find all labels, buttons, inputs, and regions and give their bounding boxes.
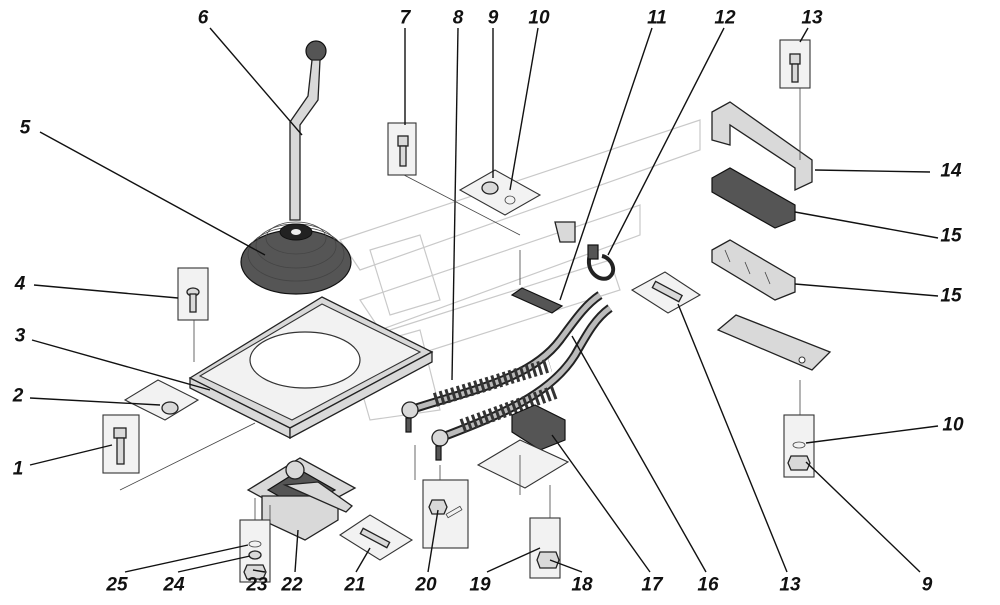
leader-lines bbox=[29, 27, 939, 573]
pad-15-lower bbox=[711, 239, 796, 301]
callout-1: 1 bbox=[12, 458, 24, 480]
callout-21: 21 bbox=[344, 574, 366, 596]
callout-18: 18 bbox=[571, 574, 593, 596]
nut-washer-9-10 bbox=[458, 169, 576, 243]
spacer-plate bbox=[716, 314, 832, 371]
callout-9-bottom: 9 bbox=[921, 574, 933, 596]
mounting-strip bbox=[387, 122, 564, 314]
callout-23: 23 bbox=[246, 574, 268, 596]
callout-24: 24 bbox=[163, 574, 185, 596]
bolt-1 bbox=[102, 414, 140, 474]
callout-17: 17 bbox=[641, 574, 663, 596]
callout-2: 2 bbox=[12, 385, 24, 407]
nut-washer-right bbox=[783, 414, 815, 478]
callout-11: 11 bbox=[647, 7, 667, 29]
callout-14: 14 bbox=[940, 160, 962, 182]
lever-housing bbox=[246, 457, 357, 541]
callout-3: 3 bbox=[14, 325, 26, 347]
bracket-14 bbox=[711, 39, 813, 192]
rubber-boot bbox=[240, 221, 352, 295]
callout-10-top: 10 bbox=[528, 7, 550, 29]
callout-9-top: 9 bbox=[487, 7, 499, 29]
callout-13-top: 13 bbox=[801, 7, 823, 29]
callout-10-right: 10 bbox=[942, 414, 964, 436]
callout-8: 8 bbox=[452, 7, 464, 29]
pad-15-upper bbox=[711, 167, 796, 229]
callout-7: 7 bbox=[399, 7, 411, 29]
bolt-13-mid bbox=[630, 271, 702, 314]
callout-4: 4 bbox=[14, 273, 26, 295]
callout-25: 25 bbox=[106, 574, 128, 596]
callout-20: 20 bbox=[415, 574, 437, 596]
shift-cables bbox=[401, 291, 613, 461]
gear-lever bbox=[289, 40, 327, 221]
callout-12: 12 bbox=[714, 7, 736, 29]
cover-plate bbox=[188, 296, 434, 440]
support-block bbox=[476, 404, 570, 579]
washers-23-24-25 bbox=[239, 519, 271, 583]
callout-15-upper: 15 bbox=[940, 225, 962, 247]
bolt-21 bbox=[338, 514, 414, 561]
screw-4 bbox=[177, 267, 209, 321]
callout-5: 5 bbox=[19, 117, 31, 139]
callout-15-lower: 15 bbox=[940, 285, 962, 307]
nut-20 bbox=[422, 479, 469, 549]
callout-13-bottom: 13 bbox=[779, 574, 801, 596]
callout-16: 16 bbox=[697, 574, 719, 596]
callout-19: 19 bbox=[469, 574, 491, 596]
callout-6: 6 bbox=[197, 7, 209, 29]
clamp bbox=[586, 244, 616, 281]
callout-22: 22 bbox=[281, 574, 303, 596]
nut-2 bbox=[123, 379, 200, 421]
